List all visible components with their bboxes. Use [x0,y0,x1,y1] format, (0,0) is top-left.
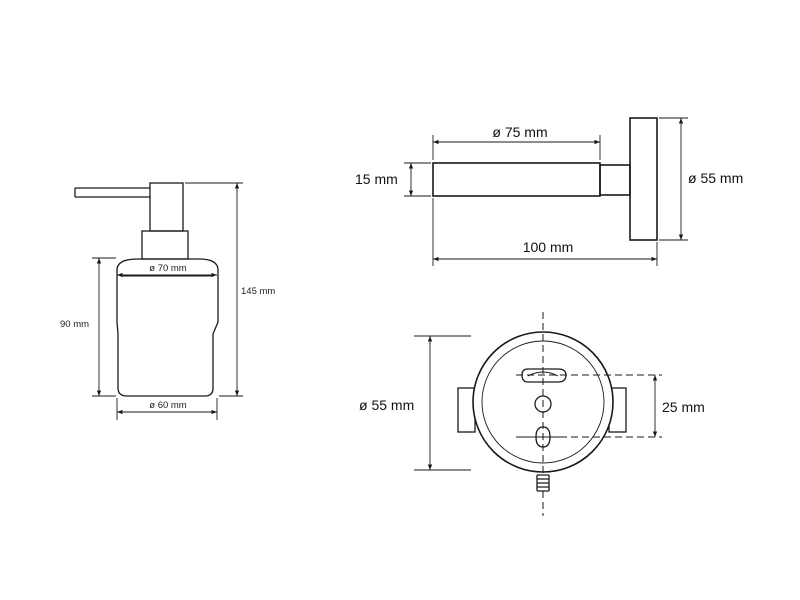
soap-dispenser-view: ø 70 mm ø 60 mm 90 mm 145 mm [60,182,275,420]
holder-front-view: ø 55 mm 25 mm [359,312,705,516]
dispenser-nozzle [74,187,150,198]
label-glass-height: 90 mm [60,319,89,330]
holder-connector [599,164,631,196]
dispenser-glass-body [116,258,219,397]
label-rod-diameter: ø 75 mm [492,124,547,140]
dispenser-pump-collar [141,230,189,260]
front-slot-hole-top-inner [527,371,559,377]
label-projection: 100 mm [523,239,574,255]
label-rod-thickness: 15 mm [355,171,398,187]
label-bottom-diameter: ø 60 mm [149,400,187,411]
front-center-hole [534,395,552,413]
label-front-diameter: ø 55 mm [359,397,414,413]
front-slot-hole-top [521,368,567,383]
holder-side-view: ø 75 mm 15 mm ø 55 mm 100 mm [355,117,743,266]
front-set-screw [536,474,550,492]
holder-rod [432,162,601,197]
dispenser-pump-head [149,182,184,232]
front-tab-left [457,387,476,433]
label-total-height: 145 mm [241,286,275,297]
label-top-diameter: ø 70 mm [149,263,187,274]
label-flange-diameter: ø 55 mm [688,170,743,186]
label-hole-spacing: 25 mm [662,399,705,415]
holder-wall-flange [629,117,658,241]
